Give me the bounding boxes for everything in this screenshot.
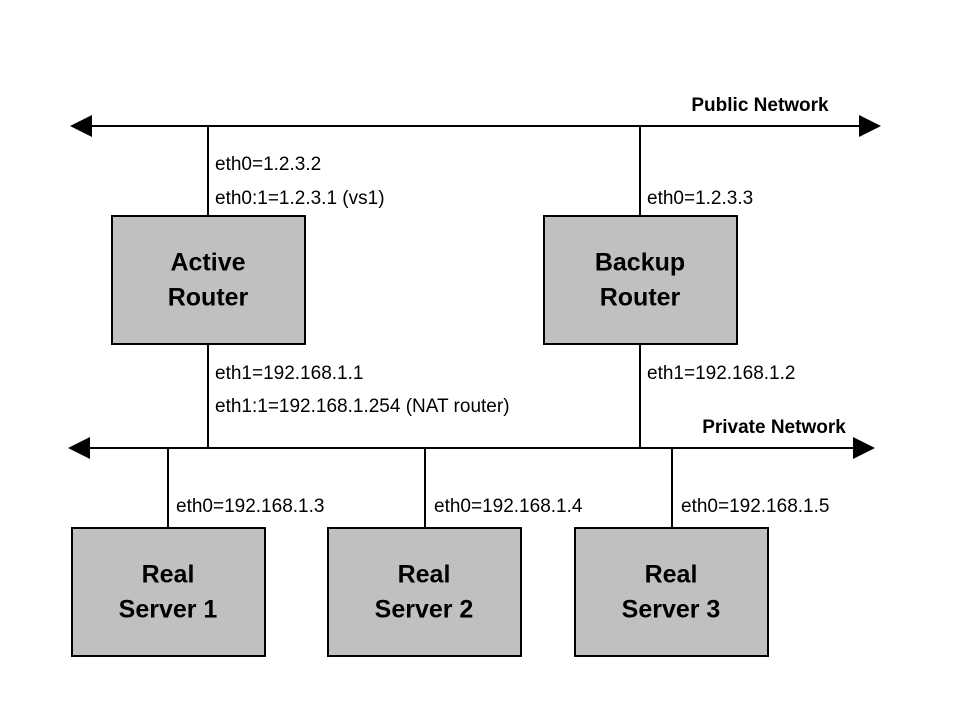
interface-annotations: eth0=1.2.3.2 eth0:1=1.2.3.1 (vs1) eth0=1…: [176, 154, 829, 517]
real-server-1-box[interactable]: [71, 527, 266, 657]
real-server-3-box[interactable]: [574, 527, 769, 657]
node-backup-router[interactable]: Backup Router: [543, 215, 738, 345]
real-server-3-eth0-label: eth0=192.168.1.5: [681, 496, 829, 517]
connector-lines: [167, 126, 673, 528]
active-router-eth0-label: eth0=1.2.3.2: [215, 154, 321, 175]
active-router-eth1-alias-label: eth1:1=192.168.1.254 (NAT router): [215, 396, 510, 417]
active-router-label-line2: Router: [168, 284, 249, 312]
public-network-left-arrow-icon: [70, 115, 92, 137]
public-network-label: Public Network: [691, 95, 829, 116]
backup-router-box[interactable]: [543, 215, 738, 345]
node-real-server-3[interactable]: Real Server 3: [574, 527, 769, 657]
backup-router-eth1-label: eth1=192.168.1.2: [647, 363, 795, 384]
active-router-label-line1: Active: [170, 249, 245, 277]
real-server-2-label-line2: Server 2: [375, 596, 474, 624]
active-router-box[interactable]: [111, 215, 306, 345]
real-server-2-box[interactable]: [327, 527, 522, 657]
public-network-bus: Public Network: [70, 95, 881, 137]
real-server-3-label-line2: Server 3: [622, 596, 721, 624]
real-server-2-label-line1: Real: [398, 561, 451, 589]
node-real-server-1[interactable]: Real Server 1: [71, 527, 266, 657]
backup-router-label-line1: Backup: [595, 249, 685, 277]
private-network-label: Private Network: [702, 417, 846, 438]
backup-router-eth0-label: eth0=1.2.3.3: [647, 188, 753, 209]
private-network-bus: Private Network: [68, 417, 875, 459]
real-server-1-label-line1: Real: [142, 561, 195, 589]
real-server-2-eth0-label: eth0=192.168.1.4: [434, 496, 583, 517]
private-network-right-arrow-icon: [853, 437, 875, 459]
active-router-eth1-label: eth1=192.168.1.1: [215, 363, 363, 384]
real-server-1-eth0-label: eth0=192.168.1.3: [176, 496, 324, 517]
real-server-3-label-line1: Real: [645, 561, 698, 589]
node-active-router[interactable]: Active Router: [111, 215, 306, 345]
node-real-server-2[interactable]: Real Server 2: [327, 527, 522, 657]
private-network-left-arrow-icon: [68, 437, 90, 459]
backup-router-label-line2: Router: [600, 284, 681, 312]
public-network-right-arrow-icon: [859, 115, 881, 137]
real-server-1-label-line2: Server 1: [119, 596, 218, 624]
active-router-eth0-alias-label: eth0:1=1.2.3.1 (vs1): [215, 188, 385, 209]
